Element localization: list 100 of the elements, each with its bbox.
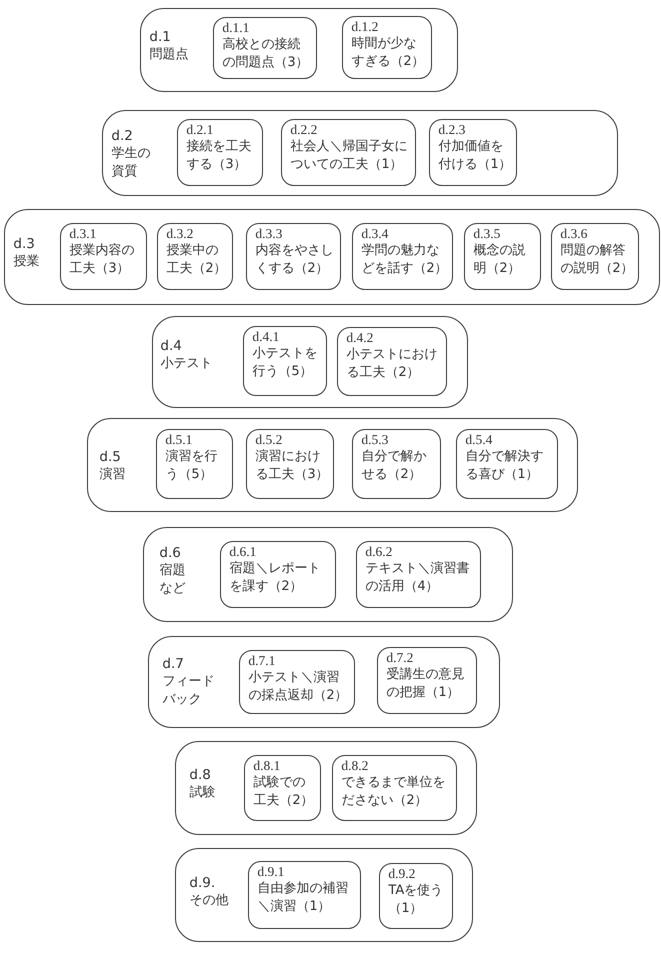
item-box (246, 223, 342, 290)
item-code: d.3.5 (473, 225, 502, 242)
item-code: d.5.1 (165, 431, 194, 448)
item-text: 授業内容の工夫（3） (69, 242, 136, 278)
category-title: 宿題など (159, 562, 186, 598)
category-title: 演習 (99, 466, 126, 484)
category-panel (102, 110, 618, 196)
item-box (244, 755, 322, 822)
item-box (239, 650, 356, 714)
item-text: 時間が少なすぎる（2） (351, 35, 426, 72)
item-code: d.3.4 (361, 225, 390, 242)
item-box (464, 223, 542, 290)
category-code: d.1 (149, 28, 172, 46)
category-title: 試験 (189, 784, 216, 802)
category-code: d.9. (189, 874, 216, 892)
item-box (60, 223, 148, 290)
item-box (352, 429, 442, 500)
item-box (551, 223, 640, 290)
item-text: 自分で解決する喜び（1） (465, 448, 544, 484)
item-text: 自分で解かせる（2） (361, 448, 428, 484)
item-text: 演習を行う（5） (165, 448, 218, 484)
item-box (156, 429, 234, 500)
item-box (377, 647, 478, 714)
item-box (379, 863, 454, 930)
category-code: d.3 (13, 235, 36, 254)
category-panel (175, 848, 473, 942)
item-box (248, 861, 362, 930)
item-text: 接続を工夫する（3） (186, 138, 252, 174)
item-code: d.2.1 (186, 121, 214, 138)
category-code: d.6 (159, 544, 182, 562)
item-code: d.3.1 (69, 225, 98, 242)
category-code: d.5 (99, 448, 122, 466)
item-text: 小テストにおける工夫（2） (346, 346, 438, 382)
item-box (281, 119, 416, 186)
item-code: d.7.1 (248, 652, 276, 670)
item-box (456, 429, 558, 500)
category-code: d.8 (189, 766, 212, 784)
category-title: フィードバック (162, 673, 216, 710)
item-text: 宿題＼レポートを課す（2） (229, 560, 322, 596)
item-code: d.8.1 (253, 757, 282, 774)
item-code: d.4.1 (252, 328, 280, 346)
item-box (332, 755, 458, 822)
item-code: d.3.6 (560, 225, 588, 242)
category-panel (4, 209, 660, 305)
category-code: d.7 (162, 655, 185, 674)
category-panel (175, 741, 477, 835)
category-title: その他 (189, 892, 230, 910)
item-text: 演習における工夫（3） (255, 448, 330, 484)
item-box (337, 327, 448, 396)
item-code: d.9.2 (388, 865, 416, 882)
item-text: 社会人＼帰国子女についての工夫（1） (290, 138, 408, 174)
category-panel (143, 527, 513, 622)
item-box (213, 17, 318, 80)
category-code: d.4 (160, 337, 183, 356)
category-panel (148, 636, 500, 728)
item-code: d.5.4 (465, 431, 494, 448)
category-panel (152, 316, 468, 408)
item-code: d.3.3 (255, 225, 284, 242)
item-code: d.7.2 (386, 649, 414, 666)
item-code: d.2.3 (438, 121, 466, 138)
category-title: 学生の資質 (111, 145, 152, 182)
item-box (429, 119, 518, 186)
item-text: 試験での工夫（2） (253, 774, 315, 810)
item-text: 概念の説明（2） (473, 242, 526, 278)
item-text: 自由参加の補習＼演習（1） (257, 880, 350, 916)
item-box (157, 223, 234, 290)
item-box (220, 541, 336, 608)
category-panel (140, 8, 458, 92)
item-text: 小テスト＼演習の採点返却（2） (248, 669, 349, 706)
item-text: テキスト＼演習書の活用（4） (365, 560, 470, 596)
item-code: d.6.1 (229, 543, 258, 560)
item-box (352, 223, 454, 290)
item-text: 学問の魅力などを話す（2） (361, 242, 448, 278)
category-code: d.2 (111, 127, 134, 146)
item-text: TAを使う（1） (388, 882, 444, 918)
item-text: 高校との接続の問題点（3） (222, 36, 310, 72)
item-code: d.1.2 (351, 18, 380, 36)
category-panel (87, 418, 578, 512)
item-box (342, 16, 432, 80)
item-code: d.8.2 (341, 757, 370, 774)
item-text: 問題の解答の説明（2） (560, 242, 634, 278)
item-code: d.9.1 (257, 863, 286, 880)
item-text: 内容をやさしくする（2） (255, 242, 334, 278)
item-text: 付加価値を付ける（1） (438, 138, 512, 174)
item-text: 小テストを行う（5） (252, 345, 318, 382)
item-code: d.5.3 (361, 431, 390, 448)
category-title: 授業 (13, 253, 40, 272)
item-code: d.3.2 (166, 225, 194, 242)
category-title: 小テスト (160, 355, 214, 374)
item-code: d.6.2 (365, 543, 394, 560)
item-box (356, 541, 482, 608)
item-code: d.2.2 (290, 121, 318, 138)
item-code: d.4.2 (346, 329, 374, 346)
item-text: 授業中の工夫（2） (166, 242, 228, 278)
item-text: 受講生の意見の把握（1） (386, 666, 466, 702)
item-box (177, 119, 264, 186)
item-box (243, 326, 328, 396)
item-box (246, 429, 334, 500)
item-text: できるまで単位をださない（2） (341, 774, 446, 810)
category-title: 問題点 (149, 46, 190, 64)
